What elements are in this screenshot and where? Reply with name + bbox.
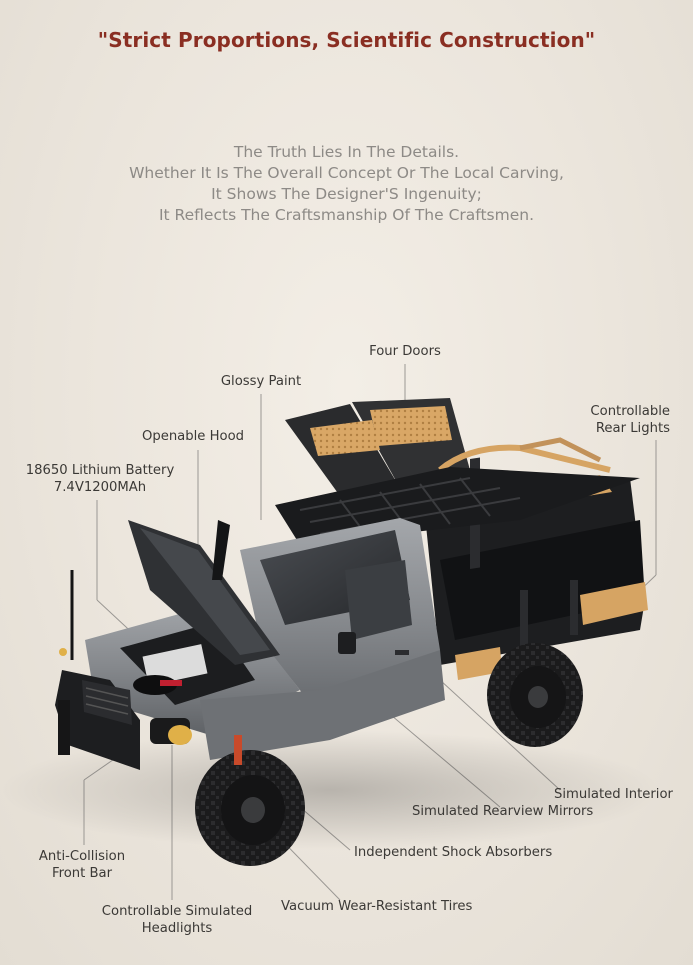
intro-line: Whether It Is The Overall Concept Or The… xyxy=(129,164,564,182)
label-glossy-paint: Glossy Paint xyxy=(220,374,302,389)
label-rear-lights: Controllable Rear Lights xyxy=(560,403,670,437)
label-tires: Vacuum Wear-Resistant Tires xyxy=(281,899,473,914)
label-battery: 18650 Lithium Battery 7.4V1200MAh xyxy=(18,462,182,496)
battery-line2: 7.4V1200MAh xyxy=(53,480,147,495)
intro-paragraph: The Truth Lies In The Details. Whether I… xyxy=(0,142,693,226)
headlights-line1: Controllable Simulated xyxy=(101,904,253,919)
headlights-line2: Headlights xyxy=(141,921,213,936)
rear-lights-line2: Rear Lights xyxy=(595,421,670,436)
label-simulated-interior: Simulated Interior xyxy=(554,787,673,802)
intro-line: It Shows The Designer'S Ingenuity; xyxy=(211,185,482,203)
front-bar-line2: Front Bar xyxy=(51,866,113,881)
front-wheel xyxy=(195,750,305,866)
label-shock-absorbers: Independent Shock Absorbers xyxy=(354,845,553,860)
intro-line: The Truth Lies In The Details. xyxy=(233,143,460,161)
front-bar-line1: Anti-Collision xyxy=(38,849,126,864)
label-four-doors: Four Doors xyxy=(369,344,441,359)
page-headline: "Strict Proportions, Scientific Construc… xyxy=(97,28,596,52)
rear-wheel xyxy=(487,643,583,747)
label-headlights: Controllable Simulated Headlights xyxy=(92,903,262,937)
label-rearview-mirrors: Simulated Rearview Mirrors xyxy=(412,804,594,819)
rear-lights-line1: Controllable xyxy=(590,404,670,419)
truck xyxy=(55,398,648,866)
battery-line1: 18650 Lithium Battery xyxy=(25,463,175,478)
label-front-bar: Anti-Collision Front Bar xyxy=(24,848,140,882)
intro-line: It Reflects The Craftsmanship Of The Cra… xyxy=(158,206,535,224)
label-openable-hood: Openable Hood xyxy=(141,429,245,444)
